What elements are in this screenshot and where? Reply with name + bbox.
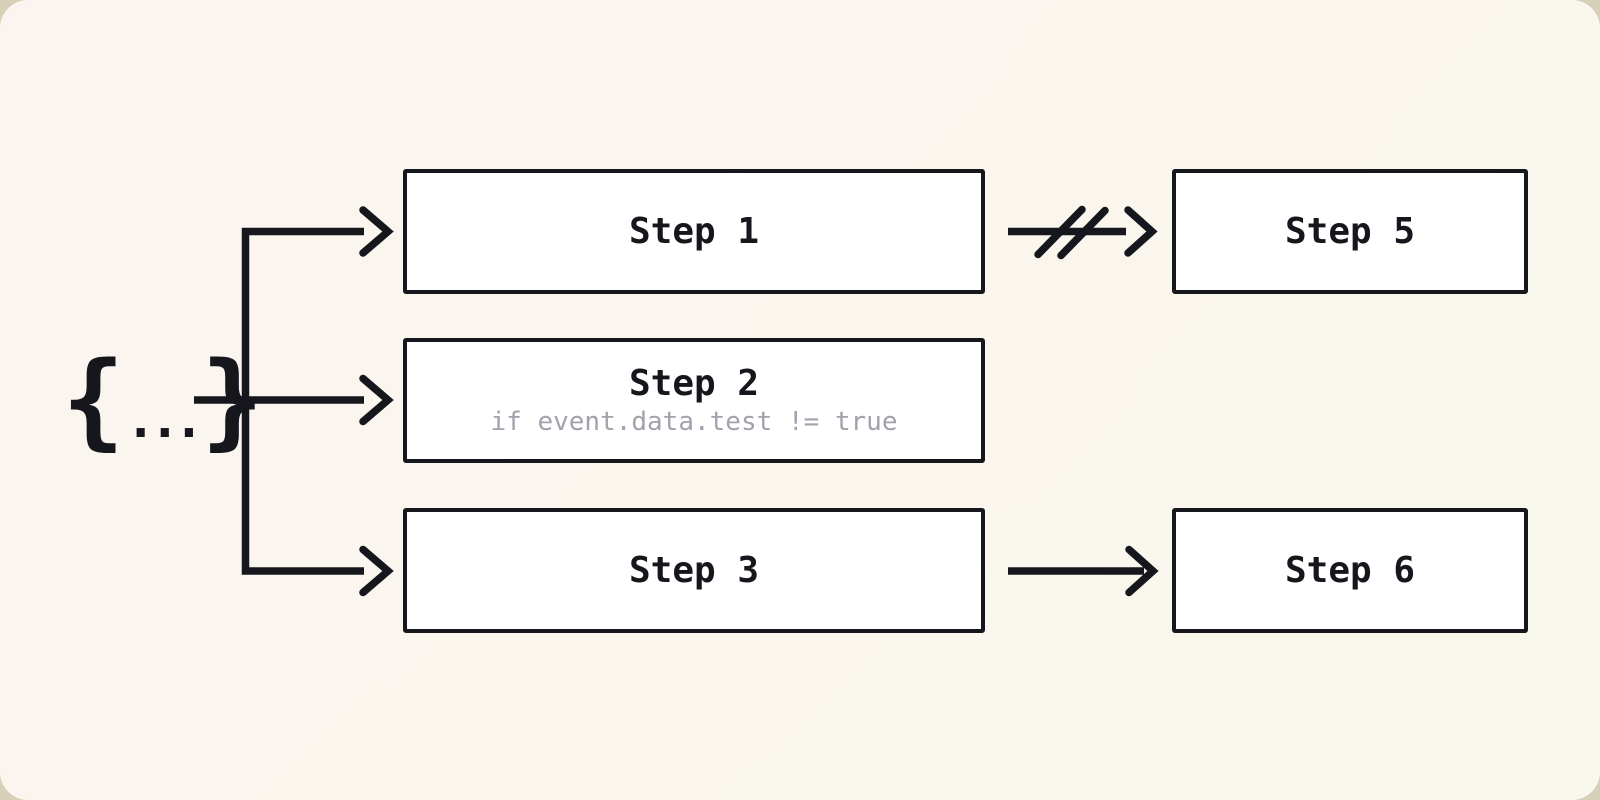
edge-step-1-to-step-5-cancelled — [1008, 205, 1158, 260]
step-label: Step 6 — [1284, 549, 1416, 591]
step-node-2: Step 2 if event.data.test != true — [403, 338, 985, 463]
step-node-5: Step 5 — [1172, 169, 1528, 294]
arrowhead-to-step-6 — [1125, 545, 1159, 597]
edge-step-3-to-step-6 — [1008, 545, 1159, 597]
arrowhead-to-step-1 — [359, 206, 394, 257]
step-label: Step 5 — [1284, 210, 1416, 252]
arrowhead-to-step-2 — [359, 374, 394, 426]
event-payload-icon: { ... } — [62, 346, 264, 454]
brace-right: } — [200, 339, 264, 461]
brace-left: { — [62, 339, 125, 461]
payload-dots: ... — [125, 391, 204, 449]
cancel-slash-icon — [1057, 206, 1109, 260]
arrowhead-to-step-5 — [1124, 206, 1158, 257]
step-label: Step 2 — [628, 363, 760, 405]
step-condition: if event.data.test != true — [490, 406, 898, 437]
cancel-slash-icon — [1034, 205, 1086, 259]
step-node-6: Step 6 — [1172, 508, 1528, 633]
step-label: Step 3 — [628, 549, 760, 591]
arrowhead-to-step-3 — [359, 545, 394, 597]
step-label: Step 1 — [628, 210, 760, 252]
step-node-1: Step 1 — [403, 169, 985, 294]
step-node-3: Step 3 — [403, 508, 985, 633]
